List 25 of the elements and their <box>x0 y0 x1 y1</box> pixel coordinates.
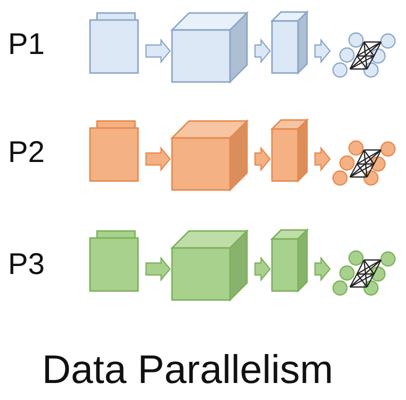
stacked-squares <box>89 12 139 74</box>
network-icon <box>332 250 396 296</box>
block-arrow <box>254 256 271 282</box>
cube <box>170 229 249 302</box>
block-arrow <box>145 38 171 64</box>
block-arrow <box>254 146 271 172</box>
block-arrow <box>145 146 171 172</box>
cuboid <box>270 118 309 183</box>
process-label: P1 <box>8 28 45 62</box>
block-arrow <box>314 256 331 282</box>
cuboid <box>270 228 309 293</box>
process-label: P2 <box>8 136 45 170</box>
stacked-squares <box>89 230 139 292</box>
network-icon <box>332 32 396 78</box>
stacked-squares <box>89 120 139 182</box>
cuboid <box>270 10 309 75</box>
cube <box>170 11 249 84</box>
block-arrow <box>145 256 171 282</box>
network-icon <box>332 140 396 186</box>
cube <box>170 119 249 192</box>
block-arrow <box>314 146 331 172</box>
process-label: P3 <box>8 248 45 282</box>
block-arrow <box>314 38 331 64</box>
caption: Data Parallelism <box>42 347 334 393</box>
block-arrow <box>254 38 271 64</box>
